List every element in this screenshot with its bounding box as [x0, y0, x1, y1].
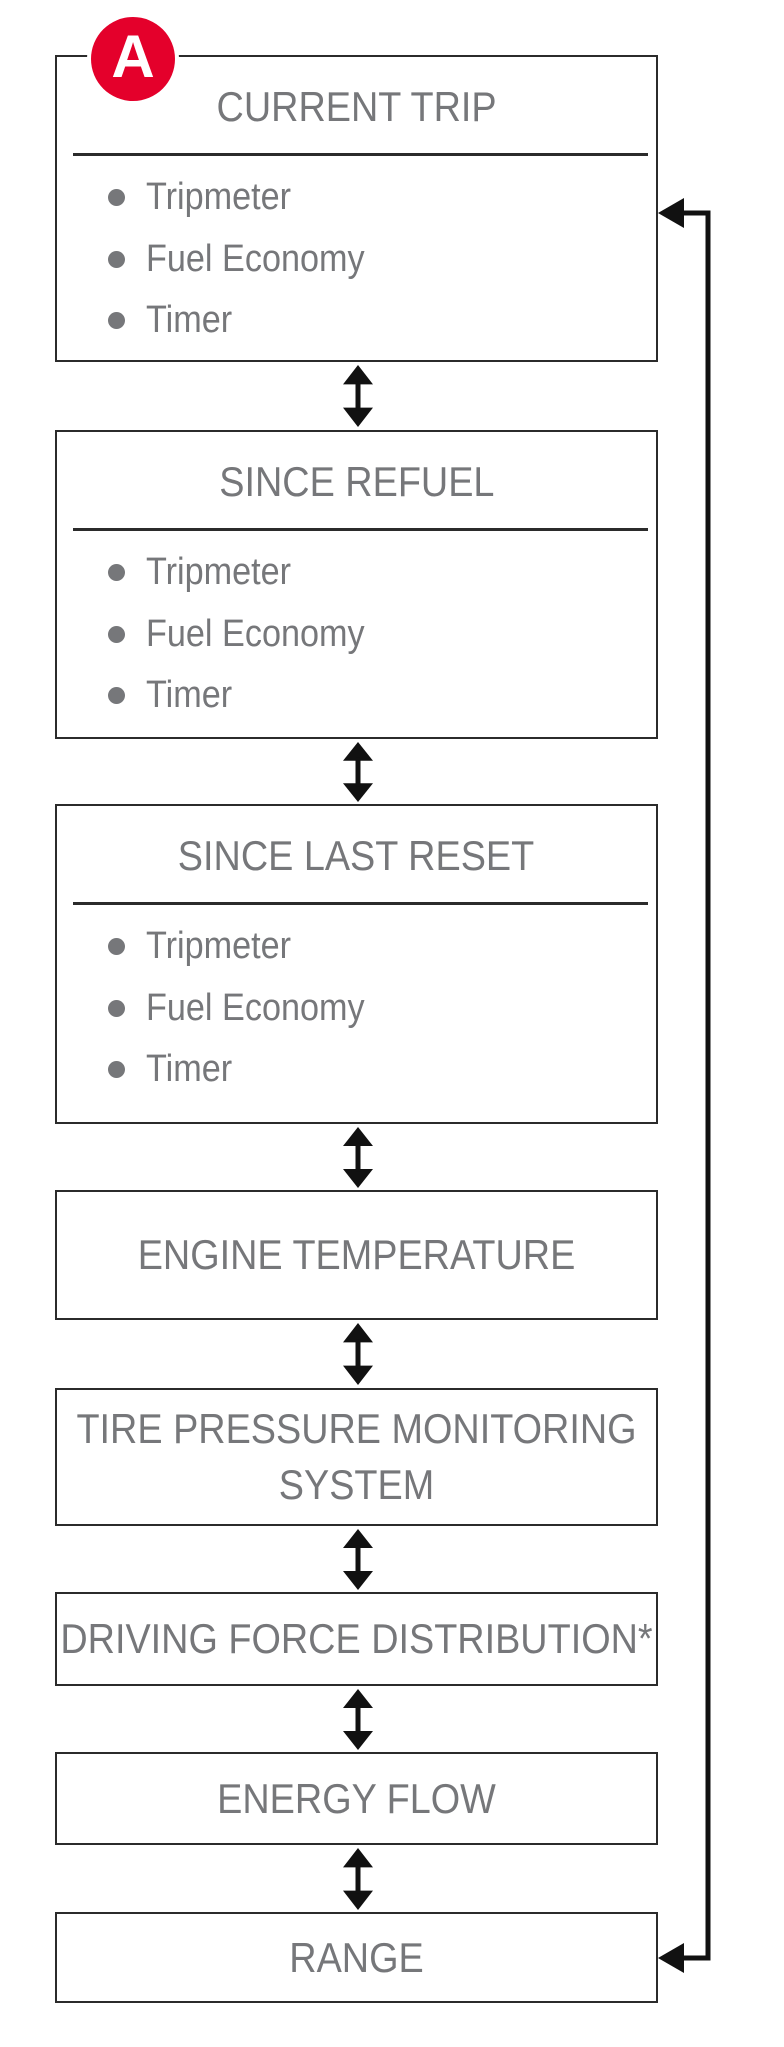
menu-box-engine-temperature: ENGINE TEMPERATURE — [55, 1190, 658, 1320]
list-item: Fuel Economy — [57, 984, 389, 1032]
bullet-icon — [108, 188, 125, 206]
list-item: Timer — [57, 671, 242, 719]
list-item: Tripmeter — [57, 173, 307, 221]
left-arrowhead-icon — [658, 198, 684, 228]
menu-box-title: ENERGY FLOW — [217, 1774, 496, 1822]
list-item-label: Timer — [146, 1047, 233, 1090]
up-down-arrow-icon — [336, 364, 380, 428]
menu-box-title: ENGINE TEMPERATURE — [137, 1231, 576, 1279]
list-item: Timer — [57, 1045, 242, 1093]
up-down-arrow-icon — [336, 1528, 380, 1591]
up-down-arrow-icon — [336, 1322, 380, 1386]
bullet-icon — [108, 311, 125, 329]
up-down-arrow-icon — [336, 1847, 380, 1911]
list-item-label: Fuel Economy — [146, 237, 365, 280]
bullet-icon — [108, 250, 125, 268]
menu-box-title: SINCE LAST RESET — [178, 832, 535, 879]
list-item-label: Tripmeter — [146, 175, 292, 218]
menu-box-title: SINCE REFUEL — [218, 458, 495, 505]
menu-box-title: DRIVING FORCE DISTRIBUTION* — [60, 1615, 653, 1663]
menu-box-title: CURRENT TRIP — [216, 83, 497, 130]
list-item: Fuel Economy — [57, 235, 389, 283]
left-arrowhead-icon — [658, 1943, 684, 1973]
menu-box-title: TIRE PRESSURE MONITORING SYSTEM — [76, 1405, 637, 1508]
title-divider — [73, 153, 648, 156]
menu-box-current-trip: CURRENT TRIP Tripmeter Fuel Economy Time… — [55, 55, 658, 362]
menu-box-since-refuel: SINCE REFUEL Tripmeter Fuel Economy Time… — [55, 430, 658, 739]
up-down-arrow-icon — [336, 741, 380, 803]
bullet-icon — [108, 563, 125, 581]
bullet-icon — [108, 686, 125, 704]
list-item: Timer — [57, 296, 242, 344]
title-divider — [73, 528, 648, 531]
up-down-arrow-icon — [336, 1126, 380, 1189]
bullet-icon — [108, 625, 125, 643]
list-item: Tripmeter — [57, 922, 307, 970]
menu-box-driving-force-distribution: DRIVING FORCE DISTRIBUTION* — [55, 1592, 658, 1686]
list-item-label: Fuel Economy — [146, 612, 365, 655]
list-item-label: Timer — [146, 673, 233, 716]
menu-box-range: RANGE — [55, 1912, 658, 2003]
wrap-around-connector — [650, 195, 720, 1985]
list-item-label: Tripmeter — [146, 550, 292, 593]
callout-a-label: A — [111, 23, 155, 90]
list-item: Fuel Economy — [57, 610, 389, 658]
menu-box-tire-pressure-monitoring-system: TIRE PRESSURE MONITORING SYSTEM — [55, 1388, 658, 1526]
up-down-arrow-icon — [336, 1688, 380, 1751]
list-item-label: Timer — [146, 298, 233, 341]
list-item: Tripmeter — [57, 548, 307, 596]
bullet-icon — [108, 999, 125, 1017]
menu-box-energy-flow: ENERGY FLOW — [55, 1752, 658, 1845]
title-divider — [73, 902, 648, 905]
list-item-label: Fuel Economy — [146, 986, 365, 1029]
menu-box-since-last-reset: SINCE LAST RESET Tripmeter Fuel Economy … — [55, 804, 658, 1124]
bullet-icon — [108, 1060, 125, 1078]
menu-box-title: RANGE — [289, 1933, 424, 1981]
callout-a-badge: A — [91, 17, 175, 101]
list-item-label: Tripmeter — [146, 924, 292, 967]
bullet-icon — [108, 937, 125, 955]
